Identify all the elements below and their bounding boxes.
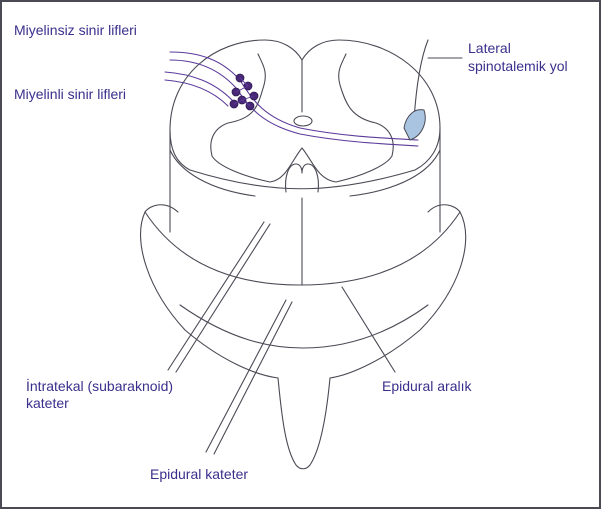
label-unmyelinated-fibers: Miyelinsiz sinir lifleri	[14, 22, 137, 39]
label-intrathecal-line2: kateter	[26, 395, 69, 412]
label-intrathecal-line1: İntratekal (subaraknoid)	[26, 378, 173, 395]
dura-layer-left	[145, 205, 300, 285]
epidural-catheter	[206, 300, 292, 454]
unmyelinated-fiber-1	[170, 52, 418, 140]
ventral-fissure	[286, 164, 319, 192]
unmyelinated-fiber-2	[170, 60, 418, 146]
epidural-tail	[278, 378, 330, 469]
intrathecal-catheter	[168, 222, 270, 372]
label-epidural-space: Epidural aralık	[382, 378, 472, 395]
dura-layer-right	[300, 205, 460, 285]
label-lateral-tract-line1: Lateral	[468, 40, 511, 57]
central-canal	[294, 116, 312, 126]
epidural-outer-right	[330, 212, 466, 378]
spinal-cord-outline	[170, 40, 440, 189]
epidural-mid-arc	[180, 305, 428, 348]
lateral-spinothalamic-tract	[404, 110, 425, 140]
myelinated-fiber-1	[165, 72, 232, 100]
label-epidural-catheter: Epidural kateter	[150, 466, 248, 483]
label-lateral-tract-line2: spinotalemik yol	[468, 58, 568, 75]
epidural-outer-left	[141, 212, 278, 378]
label-myelinated-fibers: Miyelinli sinir lifleri	[14, 86, 126, 103]
